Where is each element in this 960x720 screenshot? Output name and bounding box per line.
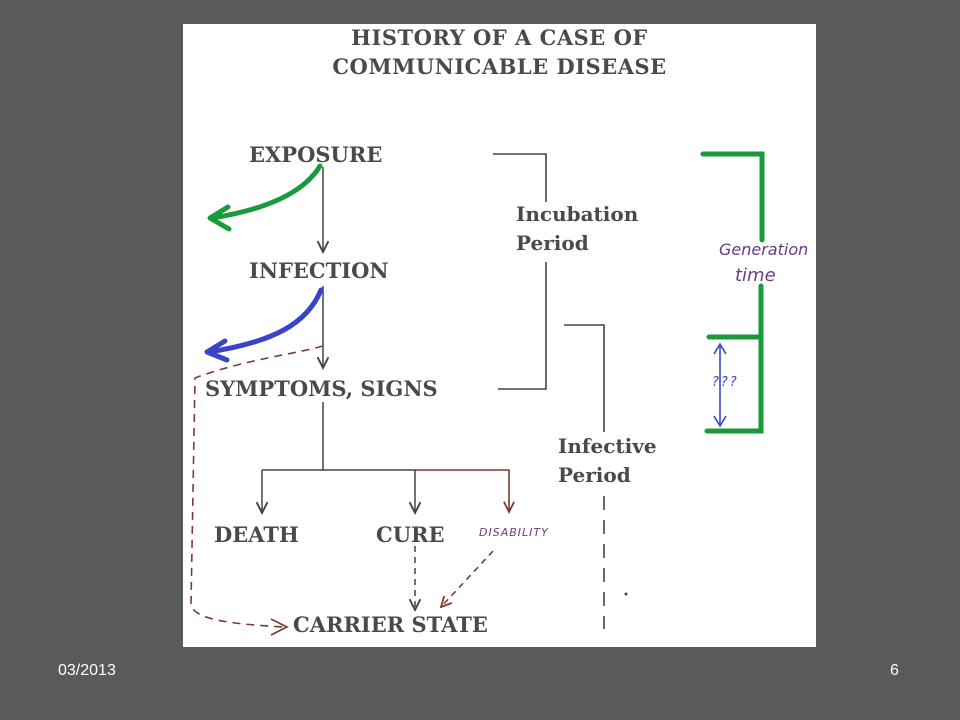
handwritten-time: time (735, 265, 776, 286)
green-generation-bracket-bottom (704, 283, 764, 434)
handwritten-disability: DISABILITY (479, 526, 549, 539)
brown-disability-arrow (415, 469, 509, 512)
handwritten-generation: Generation (719, 240, 809, 259)
incubation-bracket (493, 153, 547, 390)
green-curve-arrow (209, 163, 323, 221)
brown-dashed-head (270, 618, 289, 636)
handwritten-question-marks: ??? (712, 375, 739, 390)
footer-date: 03/2013 (58, 662, 116, 679)
node-carrier-state: CARRIER STATE (293, 612, 488, 637)
brown-disability-carrier-arrow (441, 550, 494, 607)
slide-number: 6 (890, 662, 899, 679)
blue-arrow-head (204, 338, 230, 363)
brown-dashed-path (190, 345, 324, 628)
node-exposure: EXPOSURE (249, 142, 383, 167)
diagram-title-line2: COMMUNICABLE DISEASE (332, 54, 667, 79)
node-symptoms-signs: SYMPTOMS, SIGNS (205, 376, 438, 401)
diagram-title-line1: HISTORY OF A CASE OF (351, 25, 648, 50)
green-generation-bracket-top (700, 151, 765, 243)
node-infection: INFECTION (249, 258, 389, 283)
blue-interval-head-bottom (713, 415, 727, 428)
blue-interval-head-top (713, 342, 727, 355)
label-infective-period: Infective Period (558, 434, 657, 487)
node-cure: CURE (376, 522, 445, 547)
infective-dot (624, 592, 628, 596)
green-arrow-head (207, 204, 232, 232)
label-incubation-period: Incubation Period (516, 202, 639, 255)
diagram-lines (190, 151, 765, 636)
diagram-panel: HISTORY OF A CASE OF COMMUNICABLE DISEAS… (183, 24, 816, 647)
blue-curve-arrow (206, 287, 324, 355)
infective-bracket (564, 324, 605, 432)
node-death: DEATH (214, 522, 299, 547)
